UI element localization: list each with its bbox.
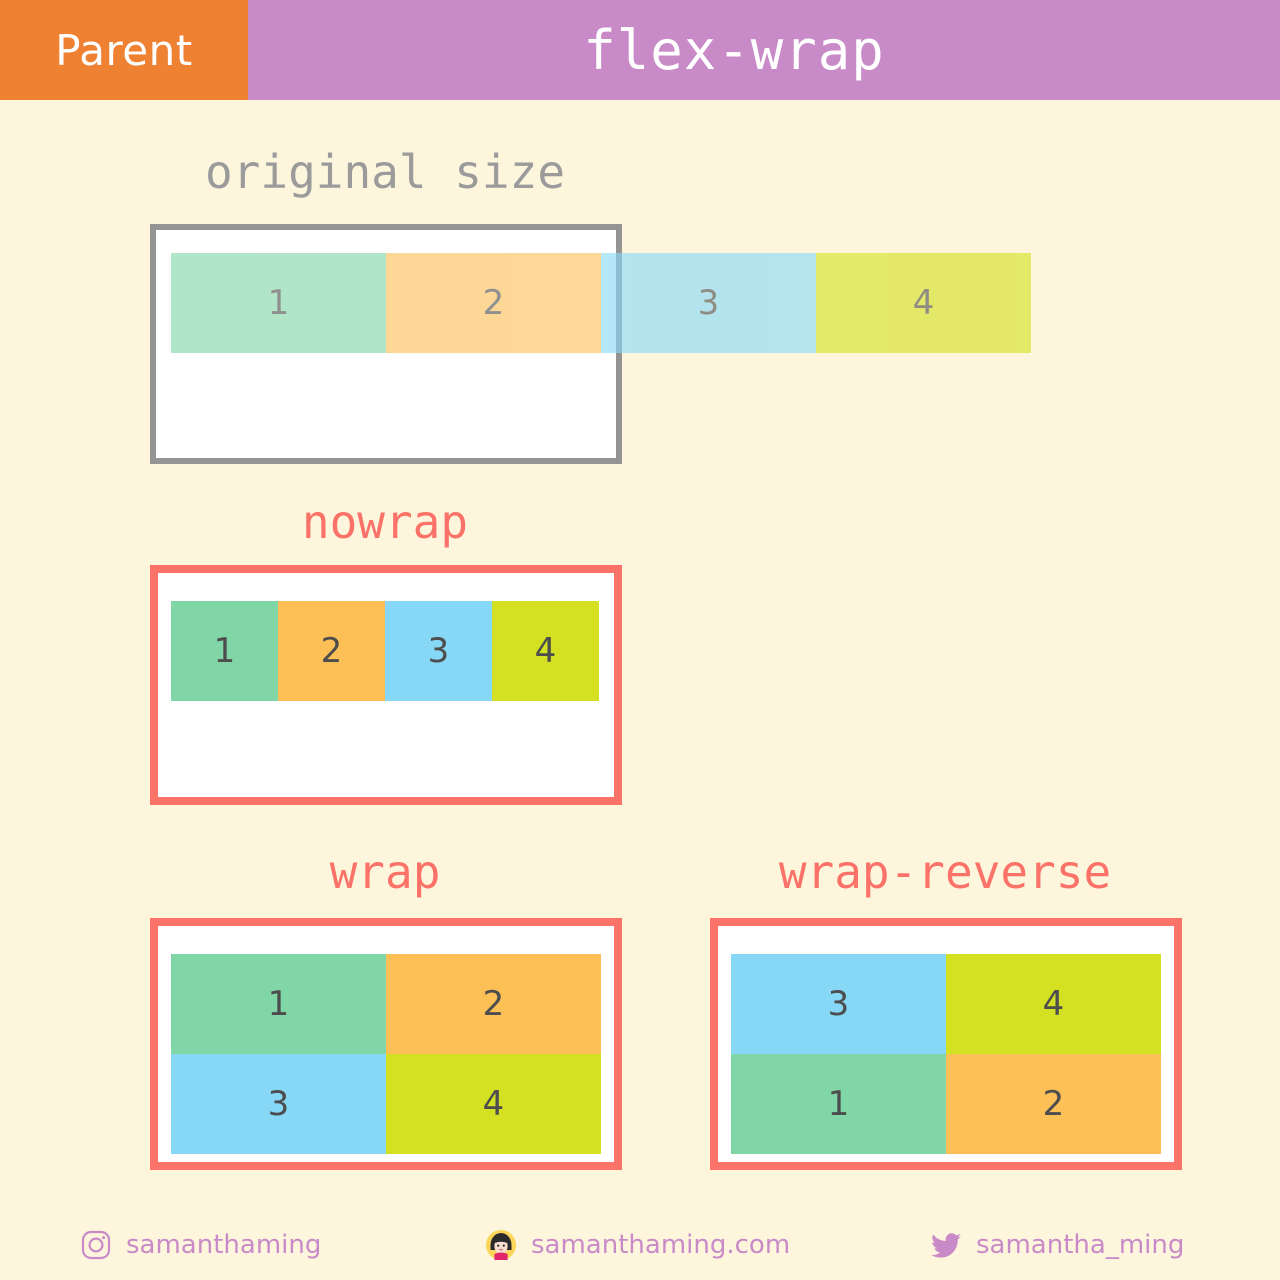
flex-item-number: 3 (267, 1084, 290, 1124)
flex-item-number: 4 (1042, 984, 1065, 1024)
flex-item-number: 3 (697, 283, 720, 323)
flex-item-number: 3 (427, 631, 450, 671)
flex-item: 1 (171, 253, 386, 353)
flex-item: 4 (492, 601, 599, 701)
flex-item-number: 2 (320, 631, 343, 671)
section-label-original-size: original size (204, 145, 566, 199)
footer-link-instagram[interactable]: samanthaming (80, 1229, 321, 1261)
flex-row-nowrap: 1 2 3 4 (171, 601, 599, 701)
flex-item: 4 (816, 253, 1031, 353)
flex-item: 3 (601, 253, 816, 353)
flex-item: 2 (946, 1054, 1161, 1154)
footer-link-twitter[interactable]: samantha_ming (930, 1229, 1184, 1261)
flex-item: 2 (386, 954, 601, 1054)
flex-item-number: 1 (267, 984, 290, 1024)
demo-container-nowrap: 1 2 3 4 (150, 565, 622, 805)
footer-label: samanthaming.com (531, 1230, 791, 1260)
flex-item: 3 (731, 954, 946, 1054)
footer-label: samanthaming (126, 1230, 322, 1260)
flex-item: 2 (386, 253, 601, 353)
instagram-icon (80, 1229, 112, 1261)
section-label-nowrap: nowrap (301, 495, 469, 549)
flex-item-number: 4 (482, 1084, 505, 1124)
flex-item-number: 2 (482, 984, 505, 1024)
flex-row-wrap-reverse: 3 4 1 2 (731, 954, 1161, 1154)
page-header: Parent flex-wrap (0, 0, 1280, 100)
page-footer: samanthaming samanthaming.com samantha_m… (0, 1215, 1280, 1275)
flex-item-number: 1 (267, 283, 290, 323)
flex-item-number: 3 (827, 984, 850, 1024)
flex-item: 1 (731, 1054, 946, 1154)
page-title: flex-wrap (248, 0, 1280, 100)
flex-item: 4 (946, 954, 1161, 1054)
demo-container-wrap-reverse: 3 4 1 2 (710, 918, 1182, 1170)
flex-row-wrap: 1 2 3 4 (171, 954, 601, 1154)
avatar-icon (485, 1229, 517, 1261)
footer-label: samantha_ming (976, 1230, 1185, 1260)
flex-item: 2 (278, 601, 385, 701)
footer-link-website[interactable]: samanthaming.com (485, 1229, 790, 1261)
flex-item: 1 (171, 954, 386, 1054)
flex-item: 4 (386, 1054, 601, 1154)
flex-item-number: 1 (213, 631, 236, 671)
parent-badge: Parent (0, 0, 248, 100)
flex-item: 3 (385, 601, 492, 701)
flex-item-number: 4 (534, 631, 557, 671)
flex-item: 3 (171, 1054, 386, 1154)
flex-row-original-size: 1 2 3 4 (171, 253, 1031, 353)
flex-item-number: 4 (912, 283, 935, 323)
twitter-icon (930, 1229, 962, 1261)
demo-container-wrap: 1 2 3 4 (150, 918, 622, 1170)
flex-item-number: 1 (827, 1084, 850, 1124)
flex-item: 1 (171, 601, 278, 701)
flex-item-number: 2 (482, 283, 505, 323)
flex-item-number: 2 (1042, 1084, 1065, 1124)
section-label-wrap: wrap (329, 845, 441, 899)
section-label-wrap-reverse: wrap-reverse (778, 845, 1112, 899)
